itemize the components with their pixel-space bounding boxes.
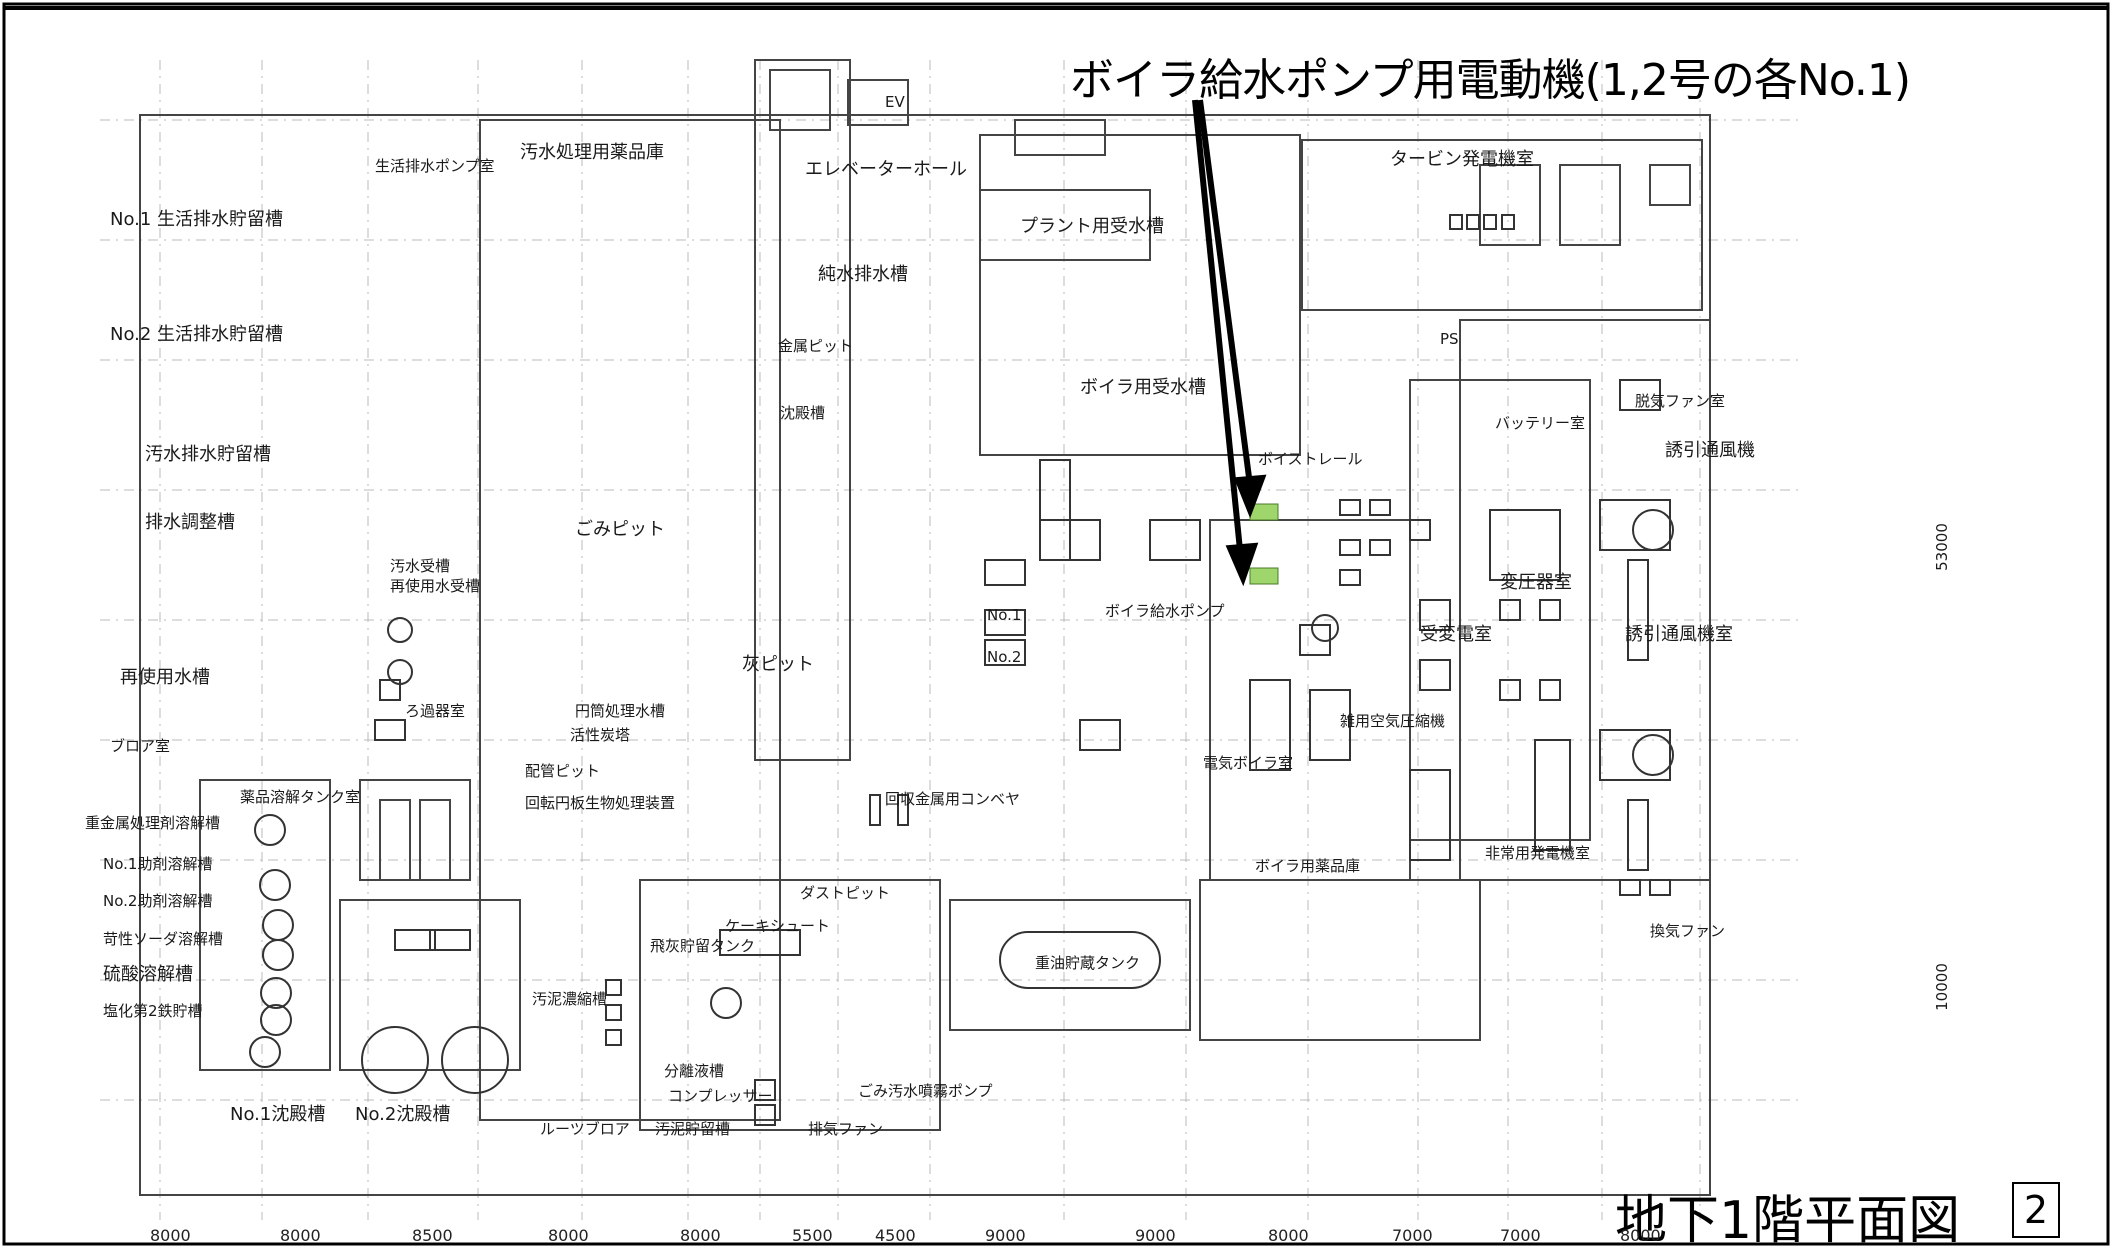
building-walls	[139, 59, 1711, 1196]
label-cylinder-tank: 円筒処理水槽	[575, 702, 666, 720]
dim-1: 8000	[150, 1226, 191, 1245]
label-battery-room: バッテリー室	[1495, 414, 1586, 432]
column-grid	[100, 60, 1800, 1220]
label-sewage-chem-store: 汚水処理用薬品庫	[520, 142, 664, 163]
label-ventilation-fan: 換気ファン	[1650, 922, 1726, 940]
label-caustic-tank: 苛性ソーダ溶解槽	[103, 930, 224, 948]
label-metal-pit: 金属ピット	[778, 337, 854, 355]
label-fly-ash-tank: 飛灰貯留タンク	[650, 937, 756, 955]
label-oil-tank: 重油貯蔵タンク	[1035, 954, 1141, 972]
label-pure-drain-tank: 純水排水槽	[818, 264, 908, 285]
label-no2-domestic-tank: No.2 生活排水貯留槽	[110, 324, 284, 345]
label-substation-room: 受変電室	[1420, 624, 1492, 645]
page-number: 2	[2012, 1182, 2060, 1238]
label-sludge-store: 汚泥貯留槽	[655, 1120, 731, 1138]
label-metal-conveyor: 回収金属用コンベヤ	[885, 790, 1021, 808]
side-dim-2: 10000	[1932, 963, 1951, 1011]
dim-8: 9000	[985, 1226, 1026, 1245]
label-no1-aid-tank: No.1助剤溶解槽	[103, 855, 213, 873]
label-induced-fan: 誘引通風機	[1665, 440, 1755, 461]
dim-3: 8500	[412, 1226, 453, 1245]
label-pipe-pit-1: 配管ピット	[525, 762, 601, 780]
label-heavy-metal-tank: 重金属処理剤溶解槽	[85, 814, 221, 832]
label-cake-chute: ケーキシュート	[725, 917, 831, 935]
label-garbage-spray-pump: ごみ汚水噴霧ポンプ	[858, 1082, 993, 1100]
label-boiler-water-tank: ボイラ用受水槽	[1080, 377, 1206, 398]
label-electric-boiler: 電気ボイラ室	[1203, 754, 1294, 772]
label-sulfuric-tank: 硫酸溶解槽	[103, 964, 193, 985]
label-sewage-receive: 汚水受槽	[390, 557, 451, 575]
dim-13: 8000	[1620, 1226, 1661, 1245]
label-plant-water-tank: プラント用受水槽	[1020, 216, 1164, 237]
label-no1: No.1	[987, 606, 1022, 624]
label-ferric-tank: 塩化第2鉄貯槽	[103, 1002, 203, 1020]
dim-4: 8000	[548, 1226, 589, 1245]
label-air-compressor: 雑用空気圧縮機	[1340, 712, 1446, 730]
label-turbine-room: タービン発電機室	[1390, 149, 1534, 170]
label-filter-room: ろ過器室	[405, 702, 466, 720]
label-roots-blower: ルーツブロア	[540, 1120, 630, 1138]
label-no1-domestic-tank: No.1 生活排水貯留槽	[110, 209, 284, 230]
label-transformer-room: 変圧器室	[1500, 572, 1572, 593]
label-rbc-unit: 回転円板生物処理装置	[525, 794, 676, 812]
label-reuse-tank: 再使用水槽	[120, 667, 210, 688]
label-ps: PS	[1440, 330, 1459, 348]
label-emergency-gen-room: 非常用発電機室	[1485, 844, 1591, 862]
label-separation-tank: 分離液槽	[664, 1062, 725, 1080]
pointer-arrows	[1192, 99, 1267, 587]
label-ev: EV	[885, 93, 905, 111]
dim-12: 7000	[1500, 1226, 1541, 1245]
label-reuse-receive: 再使用水受槽	[390, 577, 481, 595]
label-ash-pit: 灰ピット	[742, 654, 814, 675]
label-no2-settling: No.2沈殿槽	[355, 1104, 451, 1125]
oil-tank-shape	[999, 931, 1161, 989]
dim-2: 8000	[280, 1226, 321, 1245]
label-sewage-drain-tank: 汚水排水貯留槽	[145, 444, 271, 465]
label-elevator-hall: エレベーターホール	[805, 159, 967, 180]
label-chem-tank-room: 薬品溶解タンク室	[240, 788, 361, 806]
drawing-title: 地下1階平面図	[1615, 1191, 1961, 1251]
label-exhaust-fan: 排気ファン	[808, 1120, 884, 1138]
label-no1-settling: No.1沈殿槽	[230, 1104, 326, 1125]
dim-9: 9000	[1135, 1226, 1176, 1245]
label-hoist-rail-1: ボイストレール	[1258, 450, 1363, 468]
label-sludge-thicken: 汚泥濃縮槽	[532, 990, 608, 1008]
dim-6: 5500	[792, 1226, 833, 1245]
label-activated-carbon: 活性炭塔	[570, 726, 631, 744]
label-blower-room: ブロア室	[110, 737, 171, 755]
equipment	[374, 214, 1671, 1126]
label-boiler-feed-pump: ボイラ給水ポンプ	[1105, 602, 1225, 620]
side-dim-1: 53000	[1932, 523, 1951, 571]
label-no2: No.2	[987, 648, 1022, 666]
tanks	[249, 509, 1674, 1094]
dim-10: 8000	[1268, 1226, 1309, 1245]
motor-highlight-2	[1249, 567, 1279, 585]
label-settling-tank: 沈殿槽	[780, 404, 826, 422]
dim-5: 8000	[680, 1226, 721, 1245]
label-compressor: コンプレッサー	[668, 1087, 773, 1105]
label-dust-pit: ダストピット	[800, 884, 891, 902]
label-no2-aid-tank: No.2助剤溶解槽	[103, 892, 213, 910]
dim-11: 7000	[1392, 1226, 1433, 1245]
label-domestic-pump-room: 生活排水ポンプ室	[375, 157, 495, 175]
label-boiler-chem-store: ボイラ用薬品庫	[1255, 857, 1361, 875]
label-drain-adjust-tank: 排水調整槽	[145, 512, 235, 533]
callout-title: ボイラ給水ポンプ用電動機(1,2号の各No.1)	[1070, 55, 1911, 106]
label-induced-fan-room: 誘引通風機室	[1625, 624, 1733, 645]
dim-7: 4500	[875, 1226, 916, 1245]
label-garbage-pit: ごみピット	[575, 519, 665, 540]
label-degas-fan-room: 脱気ファン室	[1635, 392, 1726, 410]
